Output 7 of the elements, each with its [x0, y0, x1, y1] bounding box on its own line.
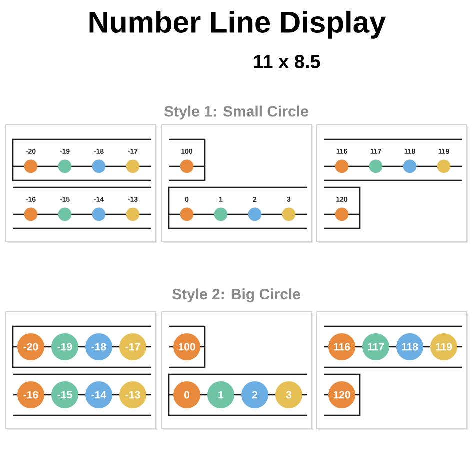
card	[316, 124, 468, 244]
section-heading: Style 1: Small Circle	[164, 106, 308, 120]
size-label: 11 x 8.5	[254, 55, 320, 68]
title: Number Line Display	[90, 10, 386, 39]
card	[6, 124, 158, 244]
section-heading: Style 2: Big Circle	[172, 288, 300, 303]
card	[162, 124, 314, 244]
